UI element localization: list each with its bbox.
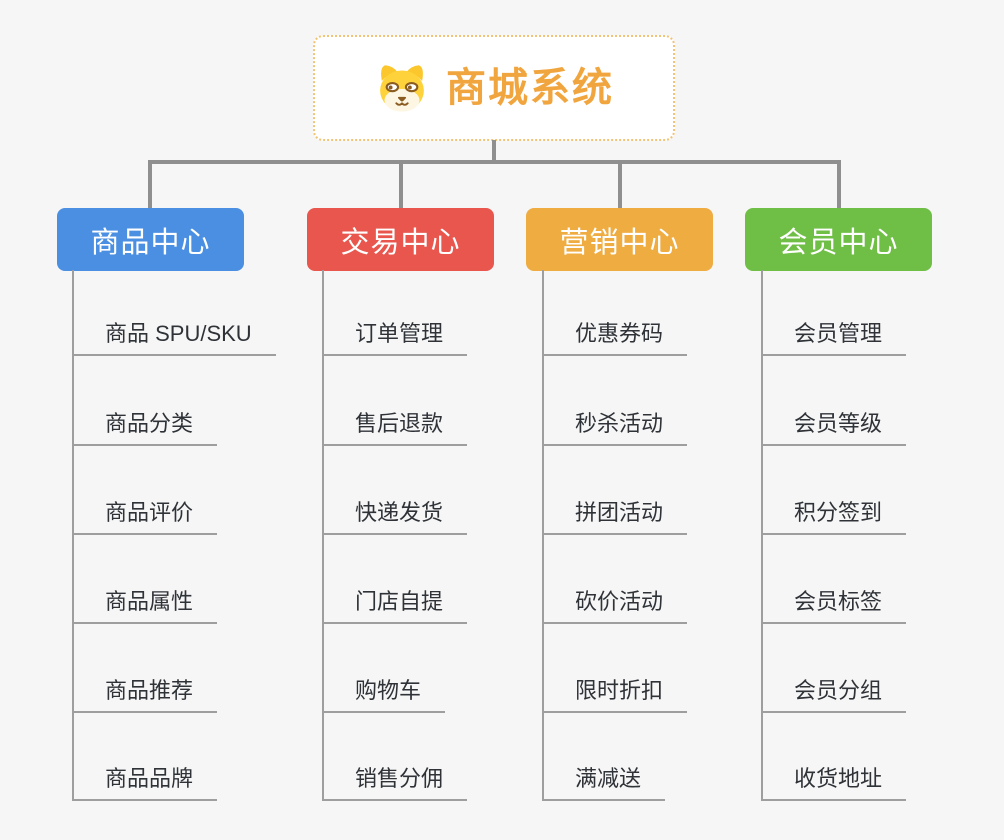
connector-drop <box>618 160 622 208</box>
connector-drop <box>399 160 403 208</box>
connector-drop <box>148 160 152 208</box>
leaf-node[interactable]: 秒杀活动 <box>542 410 688 446</box>
leaf-node[interactable]: 商品分类 <box>72 410 218 446</box>
leaf-node[interactable]: 购物车 <box>322 677 446 713</box>
branch-node-trade-center[interactable]: 交易中心 <box>307 208 494 271</box>
leaf-node[interactable]: 满减送 <box>542 765 666 801</box>
branch-trunk-line <box>542 270 544 801</box>
leaf-node[interactable]: 商品品牌 <box>72 765 218 801</box>
leaf-node[interactable]: 商品推荐 <box>72 677 218 713</box>
branch-trunk-line <box>322 270 324 801</box>
leaf-node[interactable]: 商品评价 <box>72 499 218 535</box>
root-node[interactable]: 商城系统 <box>313 35 675 141</box>
leaf-node[interactable]: 积分签到 <box>761 499 907 535</box>
leaf-node[interactable]: 限时折扣 <box>542 677 688 713</box>
leaf-node[interactable]: 订单管理 <box>322 320 468 356</box>
connector-drop <box>837 160 841 208</box>
leaf-node[interactable]: 收货地址 <box>761 765 907 801</box>
branch-node-product-center[interactable]: 商品中心 <box>57 208 244 271</box>
leaf-node[interactable]: 会员分组 <box>761 677 907 713</box>
branch-trunk-line <box>72 270 74 801</box>
leaf-node[interactable]: 会员管理 <box>761 320 907 356</box>
leaf-node[interactable]: 销售分佣 <box>322 765 468 801</box>
branch-node-member-center[interactable]: 会员中心 <box>745 208 932 271</box>
leaf-node[interactable]: 会员标签 <box>761 588 907 624</box>
leaf-node[interactable]: 拼团活动 <box>542 499 688 535</box>
leaf-node[interactable]: 快递发货 <box>322 499 468 535</box>
leaf-node[interactable]: 商品 SPU/SKU <box>72 320 276 356</box>
leaf-node[interactable]: 售后退款 <box>322 410 468 446</box>
connector-horizontal <box>148 160 841 164</box>
root-title: 商城系统 <box>446 66 614 110</box>
leaf-node[interactable]: 会员等级 <box>761 410 907 446</box>
leaf-node[interactable]: 优惠券码 <box>542 320 688 356</box>
leaf-node[interactable]: 砍价活动 <box>542 588 688 624</box>
connector-root-stem <box>492 140 496 162</box>
shiba-dog-icon <box>374 63 430 113</box>
branch-trunk-line <box>761 270 763 801</box>
leaf-node[interactable]: 商品属性 <box>72 588 218 624</box>
leaf-node[interactable]: 门店自提 <box>322 588 468 624</box>
branch-node-marketing-center[interactable]: 营销中心 <box>526 208 713 271</box>
